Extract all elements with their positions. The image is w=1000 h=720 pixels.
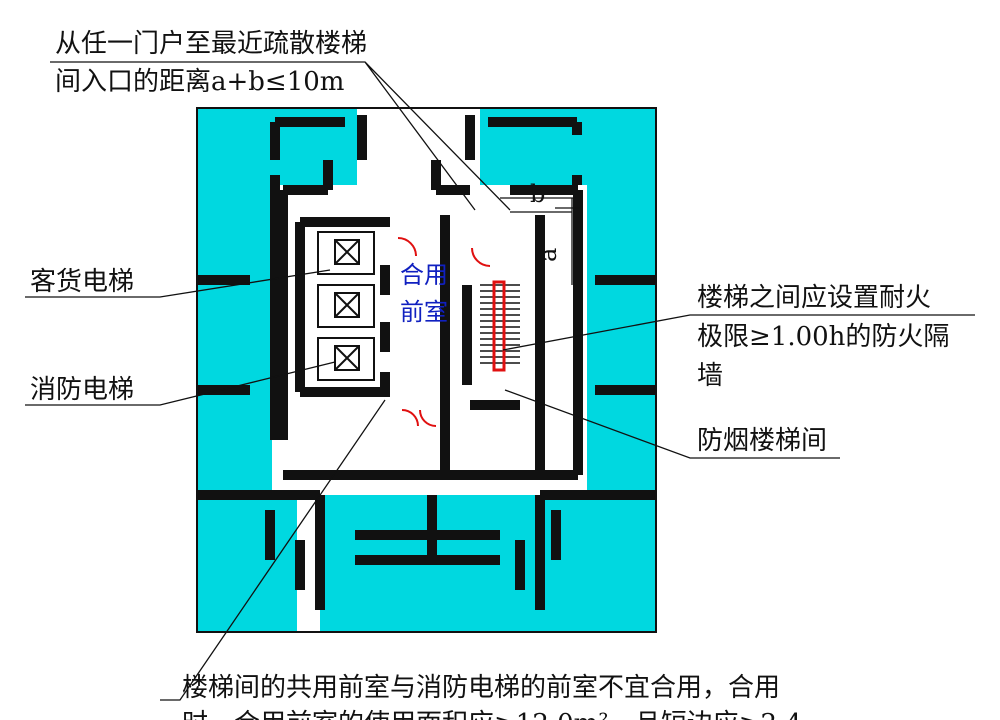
leader-fire-wall (502, 314, 975, 351)
bottom-note-line1: 楼梯间的共用前室与消防电梯的前室不宜合用，合用 (182, 673, 780, 703)
wall-bottom-rooms (265, 510, 561, 590)
smoke-stair-label: 防烟楼梯间 (697, 426, 827, 456)
doors (397, 237, 491, 427)
fire-wall-note-line2: 极限≥1.00h的防火隔 (697, 322, 949, 352)
leader-smoke-stair (504, 389, 840, 459)
elevators (317, 231, 375, 381)
room-right-3 (587, 395, 656, 495)
leader-fire-elevator (25, 361, 336, 406)
dimension-a: a (534, 248, 562, 262)
staircase (480, 284, 520, 364)
leader-bottom (160, 399, 386, 701)
corridor-wall-top (323, 115, 475, 190)
fire-elevator-label: 消防电梯 (30, 375, 134, 405)
distance-note-line1: 从任一门户至最近疏散楼梯 (55, 29, 367, 59)
leader-lines (25, 61, 975, 701)
wall-top-right (488, 117, 582, 185)
combined-anteroom-line2: 前室 (400, 298, 448, 326)
room-left-2 (197, 295, 272, 395)
elevator-pillars (380, 265, 472, 397)
north-corridor (357, 108, 480, 188)
passenger-elevator-label: 客货电梯 (30, 267, 134, 297)
room-right-2 (587, 295, 656, 395)
building-outline (196, 107, 657, 633)
fire-wall-red (492, 280, 506, 372)
bottom-note-line2: 时，合用前室的使用面积应≥12.0m²，且短边应≥2.4 (182, 709, 802, 720)
fire-wall-note-line3: 墙 (697, 361, 723, 391)
walls (197, 115, 656, 610)
core-wall-outer (278, 185, 583, 480)
combined-anteroom-line1: 合用 (400, 261, 448, 289)
wall-top-left (270, 117, 345, 440)
room-left-3 (197, 395, 272, 495)
corridor (275, 108, 585, 485)
room-bottom-left (197, 495, 297, 632)
dimension-b: b (530, 180, 545, 208)
leader-distance (50, 61, 511, 211)
core-wall-inner (295, 217, 390, 397)
dimension-lines (500, 197, 580, 285)
wall-bottom (230, 490, 545, 610)
fire-wall-note-line1: 楼梯之间应设置耐火 (697, 283, 931, 313)
distance-note-line2: 间入口的距离a+b≤10m (55, 67, 344, 97)
leader-passenger-elevator (25, 269, 331, 298)
wall-right-rooms (540, 275, 656, 500)
